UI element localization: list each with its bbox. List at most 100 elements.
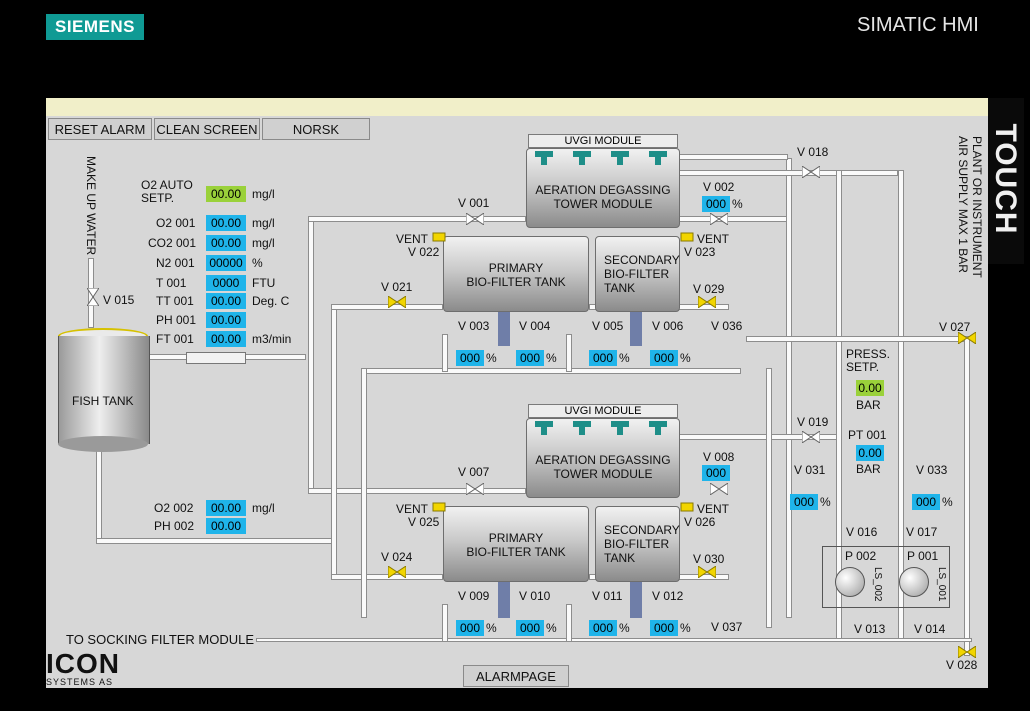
valve-v029[interactable] — [698, 296, 716, 308]
v008-value: 000 — [702, 465, 730, 481]
v016-label: V 016 — [846, 525, 878, 539]
ph-001-label: PH 001 — [156, 313, 197, 327]
pump-p002-icon[interactable] — [835, 567, 865, 597]
product-title: SIMATIC HMI — [857, 14, 979, 36]
pt001-label: PT 001 — [848, 428, 887, 442]
o2-auto-label2: SETP. — [141, 191, 175, 205]
pipe — [256, 638, 972, 642]
vent-v026-label: VENT — [697, 502, 730, 516]
v009-value: 000 — [456, 620, 484, 636]
v007-label: V 007 — [458, 465, 490, 479]
pressure-setpoint[interactable]: 0.00 — [856, 380, 884, 396]
valve-v001[interactable] — [466, 213, 484, 225]
ph-002-value: 00.00 — [206, 518, 246, 534]
pt001-value: 0.00 — [856, 445, 884, 461]
v005-value: 000 — [589, 350, 617, 366]
v001-label: V 001 — [458, 196, 490, 210]
pipe — [308, 488, 526, 494]
to-socking-filter-label: TO SOCKING FILTER MODULE — [66, 632, 255, 647]
valve-v019[interactable] — [802, 431, 820, 443]
pump-p001-icon[interactable] — [899, 567, 929, 597]
touch-label: TOUCH — [988, 98, 1024, 264]
pct: % — [619, 351, 630, 365]
clean-screen-button[interactable]: CLEAN SCREEN — [154, 118, 260, 140]
pipe — [566, 334, 572, 372]
valve-v007[interactable] — [466, 483, 484, 495]
support — [498, 582, 510, 618]
press-setp-label: PRESS. — [846, 347, 891, 361]
valve-v030[interactable] — [698, 566, 716, 578]
bar-unit: BAR — [856, 462, 881, 476]
pipe — [678, 216, 792, 222]
vent-v022-icon[interactable] — [432, 232, 450, 244]
vent-v025-icon[interactable] — [432, 502, 450, 514]
t-001-value: 0000 — [206, 275, 246, 291]
plant-air-label-2: AIR SUPPLY MAX 1 BAR — [956, 136, 970, 273]
pipe — [786, 158, 792, 618]
v023-label: V 023 — [684, 245, 716, 259]
v028-label: V 028 — [946, 658, 978, 672]
pipe — [442, 334, 448, 372]
valve-v018[interactable] — [802, 166, 820, 178]
valve-v027[interactable] — [958, 332, 976, 344]
pipe — [678, 170, 898, 176]
vent-v022-label: VENT — [396, 232, 429, 246]
uv-lamp-icon — [535, 151, 553, 165]
vent-v025-label: VENT — [396, 502, 429, 516]
support — [498, 312, 510, 346]
v024-label: V 024 — [381, 550, 413, 564]
vent-v026-icon[interactable] — [680, 502, 698, 514]
fish-tank[interactable]: FISH TANK — [58, 328, 150, 452]
support — [630, 312, 642, 346]
valve-v008[interactable] — [710, 483, 728, 495]
uv-lamp-icon — [649, 421, 667, 435]
pipe — [766, 368, 772, 628]
vent-v023-icon[interactable] — [680, 232, 698, 244]
uvgi-module-lower: UVGI MODULE — [528, 404, 678, 418]
v033-value: 000 — [912, 494, 940, 510]
co2-001-value: 00.00 — [206, 235, 246, 251]
v004-value: 000 — [516, 350, 544, 366]
o2-auto-setpoint[interactable]: 00.00 — [206, 186, 246, 202]
flow-meter-ft001 — [186, 352, 246, 364]
v037-label: V 037 — [711, 620, 743, 634]
t-001-unit: FTU — [252, 276, 276, 290]
v012-value: 000 — [650, 620, 678, 636]
valve-v002[interactable] — [710, 213, 728, 225]
n2-001-unit: % — [252, 256, 263, 270]
pct: % — [546, 351, 557, 365]
vent-v023-label: VENT — [697, 232, 730, 246]
uv-lamp-icon — [611, 421, 629, 435]
v019-label: V 019 — [797, 415, 829, 429]
hmi-screen: RESET ALARM CLEAN SCREEN NORSK ALARMPAGE… — [46, 98, 988, 688]
alarmpage-button[interactable]: ALARMPAGE — [463, 665, 569, 687]
press-setp-label2: SETP. — [846, 360, 880, 374]
valve-v021[interactable] — [388, 296, 406, 308]
o2-002-label: O2 002 — [154, 501, 194, 515]
norsk-button[interactable]: NORSK — [262, 118, 370, 140]
v006-label: V 006 — [652, 319, 684, 333]
p001-label: P 001 — [907, 549, 939, 563]
valve-v015[interactable] — [87, 288, 99, 306]
v029-label: V 029 — [693, 282, 725, 296]
pipe — [361, 368, 367, 618]
pump-skid: P 002 P 001 LS_002 LS_001 — [822, 546, 950, 608]
valve-v028[interactable] — [958, 646, 976, 658]
reset-alarm-button[interactable]: RESET ALARM — [48, 118, 152, 140]
v003-value: 000 — [456, 350, 484, 366]
co2-001-unit: mg/l — [252, 236, 275, 250]
valve-v024[interactable] — [388, 566, 406, 578]
fish-tank-label: FISH TANK — [72, 394, 134, 408]
pct: % — [486, 621, 497, 635]
